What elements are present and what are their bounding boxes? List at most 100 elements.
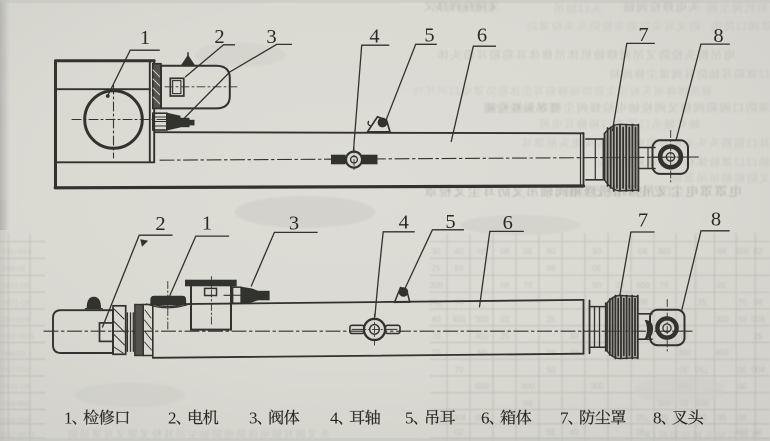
svg-text:006-05: 006-05	[2, 264, 25, 273]
svg-text:450: 450	[452, 315, 466, 324]
svg-text:30: 30	[738, 315, 747, 324]
svg-text:70: 70	[455, 298, 464, 307]
svg-text:300: 300	[715, 315, 729, 324]
svg-text:30: 30	[570, 332, 579, 341]
svg-text:5: 5	[445, 211, 455, 233]
svg-text:25: 25	[547, 315, 556, 324]
svg-text:40: 40	[570, 428, 579, 437]
svg-text:3: 3	[289, 213, 299, 235]
svg-text:05¿: 05¿	[429, 298, 443, 307]
svg-text:004: 004	[429, 414, 443, 423]
svg-text:450: 450	[475, 332, 489, 341]
svg-text:50: 50	[593, 247, 602, 256]
svg-text:0£: 0£	[478, 247, 487, 256]
svg-text:25: 25	[432, 264, 441, 273]
svg-text:3: 3	[249, 408, 258, 427]
svg-text:0£: 0£	[718, 281, 727, 290]
svg-text:0SZ-0071: 0SZ-0071	[2, 430, 35, 439]
svg-text:30: 30	[432, 247, 441, 256]
svg-text:0£: 0£	[754, 428, 763, 437]
svg-text:4: 4	[369, 26, 379, 48]
svg-text:70: 70	[524, 281, 533, 290]
svg-text:4: 4	[330, 408, 339, 427]
svg-text:004: 004	[751, 315, 765, 324]
svg-text:70: 70	[432, 332, 441, 341]
svg-text:8: 8	[653, 408, 662, 427]
svg-text:054-009: 054-009	[2, 416, 30, 425]
svg-text:70: 70	[432, 349, 441, 358]
svg-text:25: 25	[660, 414, 669, 423]
svg-text:25: 25	[616, 281, 625, 290]
svg-text:08: 08	[639, 298, 648, 307]
svg-text:50: 50	[455, 264, 464, 273]
svg-text:500: 500	[475, 382, 489, 391]
svg-text:05¿: 05¿	[636, 428, 650, 437]
svg-text:70: 70	[455, 366, 464, 375]
svg-text:2: 2	[214, 26, 224, 48]
svg-text:004: 004	[751, 366, 765, 375]
svg-text:08: 08	[524, 399, 533, 408]
svg-text:004: 004	[452, 414, 466, 423]
svg-text:0071-09: 0071-09	[2, 298, 30, 307]
svg-text:08: 08	[754, 298, 763, 307]
svg-text:1: 1	[64, 408, 73, 427]
svg-text:7: 7	[638, 24, 648, 46]
svg-text:054-009: 054-009	[2, 315, 30, 324]
svg-text:6: 6	[477, 25, 487, 47]
svg-text:2: 2	[155, 213, 165, 235]
svg-text:08: 08	[547, 349, 556, 358]
svg-text:0£: 0£	[547, 428, 556, 437]
svg-text:8: 8	[711, 209, 721, 231]
svg-text:450: 450	[715, 349, 729, 358]
svg-text:08: 08	[639, 247, 648, 256]
svg-text:02: 02	[501, 315, 510, 324]
svg-text:0£: 0£	[524, 247, 533, 256]
svg-text:300: 300	[695, 399, 709, 408]
svg-text:4: 4	[399, 212, 409, 234]
svg-text:40: 40	[432, 315, 441, 324]
svg-text:0SZ-0071: 0SZ-0071	[2, 332, 35, 341]
svg-text:08: 08	[738, 414, 747, 423]
svg-text:300: 300	[590, 382, 604, 391]
svg-text:052-052: 052-052	[2, 365, 30, 374]
svg-text:300: 300	[475, 315, 489, 324]
svg-text:50: 50	[547, 247, 556, 256]
svg-text:7: 7	[638, 210, 648, 232]
svg-text:02: 02	[754, 247, 763, 256]
svg-text:0£: 0£	[738, 382, 747, 391]
svg-text:300: 300	[657, 399, 671, 408]
svg-text:70: 70	[660, 281, 669, 290]
svg-text:004: 004	[475, 414, 489, 423]
svg-text:5: 5	[405, 408, 414, 427]
svg-text:40: 40	[455, 247, 464, 256]
svg-text:054-009: 054-009	[2, 399, 30, 408]
svg-text:300: 300	[521, 382, 535, 391]
svg-text:6: 6	[503, 212, 513, 234]
svg-text:05¿: 05¿	[636, 414, 650, 423]
svg-text:7: 7	[560, 408, 569, 427]
svg-text:300: 300	[657, 247, 671, 256]
svg-text:320: 320	[590, 414, 604, 423]
svg-text:0SL-0S3: 0SL-0S3	[2, 247, 31, 256]
svg-text:450: 450	[735, 428, 749, 437]
svg-text:1: 1	[140, 27, 150, 49]
svg-text:1: 1	[202, 213, 212, 235]
svg-text:006-05: 006-05	[2, 349, 25, 358]
svg-text:300: 300	[735, 247, 749, 256]
svg-text:8: 8	[713, 25, 723, 47]
svg-text:25: 25	[501, 332, 510, 341]
svg-text:0071-09: 0071-09	[2, 382, 30, 391]
svg-text:2: 2	[168, 408, 177, 427]
svg-text:50: 50	[547, 366, 556, 375]
svg-text:08: 08	[547, 264, 556, 273]
svg-text:50: 50	[593, 281, 602, 290]
svg-text:08: 08	[501, 247, 510, 256]
svg-text:02: 02	[455, 428, 464, 437]
svg-text:05¿: 05¿	[695, 366, 709, 375]
svg-text:5: 5	[424, 25, 434, 47]
svg-text:0£: 0£	[738, 366, 747, 375]
svg-text:3: 3	[266, 26, 276, 48]
svg-text:0£: 0£	[680, 366, 689, 375]
svg-text:300: 300	[429, 281, 443, 290]
svg-text:25: 25	[698, 298, 707, 307]
